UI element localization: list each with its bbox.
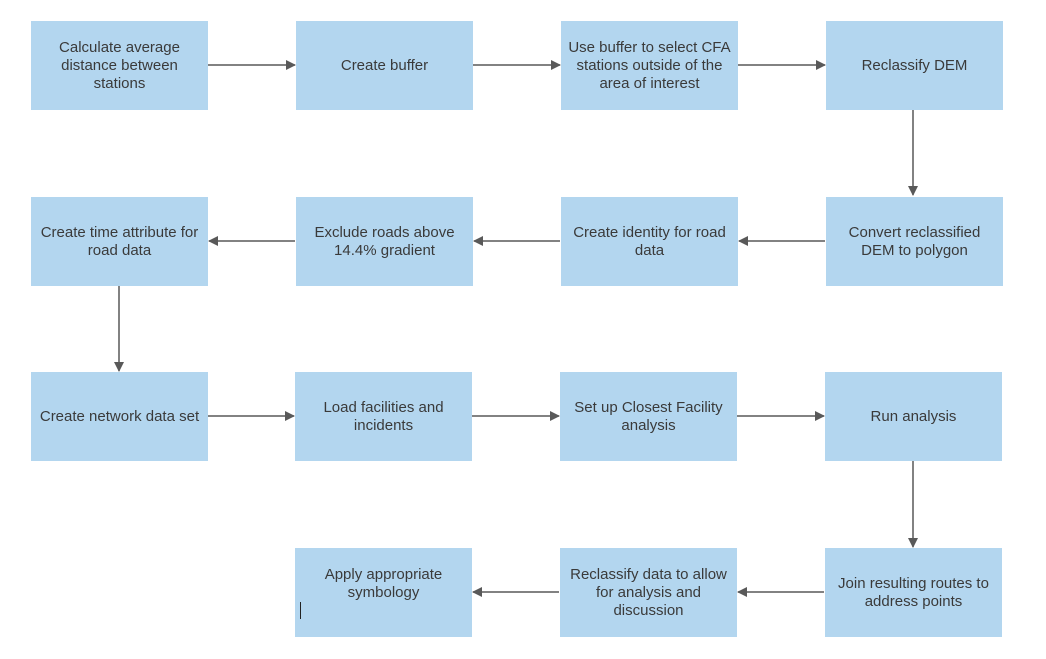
step-label: Load facilities and incidents [323,398,444,434]
step-label: Reclassify DEM [861,56,968,74]
step-label: Create time attribute for road data [40,223,199,259]
step-create-buffer[interactable]: Create buffer [296,21,473,110]
step-label: Set up Closest Facility analysis [574,398,723,434]
step-label: Run analysis [870,407,957,425]
step-load-facilities-incidents[interactable]: Load facilities and incidents [295,372,472,461]
step-label: Calculate average distance between stati… [59,38,180,92]
step-select-cfa-stations[interactable]: Use buffer to select CFA stations outsid… [561,21,738,110]
text-cursor [300,602,301,619]
step-reclassify-dem[interactable]: Reclassify DEM [826,21,1003,110]
step-exclude-steep-roads[interactable]: Exclude roads above 14.4% gradient [296,197,473,286]
step-label: Create buffer [340,56,429,74]
step-create-identity-road-data[interactable]: Create identity for road data [561,197,738,286]
step-label: Reclassify data to allow for analysis an… [570,565,727,619]
step-apply-symbology[interactable]: Apply appropriate symbology [295,548,472,637]
step-label: Create network data set [39,407,200,425]
step-label: Use buffer to select CFA stations outsid… [568,38,731,92]
step-label: Exclude roads above 14.4% gradient [314,223,455,259]
step-label: Apply appropriate symbology [324,566,443,601]
step-create-network-dataset[interactable]: Create network data set [31,372,208,461]
step-create-time-attribute[interactable]: Create time attribute for road data [31,197,208,286]
step-setup-closest-facility[interactable]: Set up Closest Facility analysis [560,372,737,461]
step-label-with-caret: Apply appropriate symbology [299,566,468,619]
step-join-routes-address-points[interactable]: Join resulting routes to address points [825,548,1002,637]
step-convert-dem-to-polygon[interactable]: Convert reclassified DEM to polygon [826,197,1003,286]
step-label: Create identity for road data [573,223,726,259]
step-run-analysis[interactable]: Run analysis [825,372,1002,461]
step-reclassify-data[interactable]: Reclassify data to allow for analysis an… [560,548,737,637]
step-calculate-average-distance[interactable]: Calculate average distance between stati… [31,21,208,110]
step-label: Join resulting routes to address points [838,574,989,610]
step-label: Convert reclassified DEM to polygon [848,223,981,259]
